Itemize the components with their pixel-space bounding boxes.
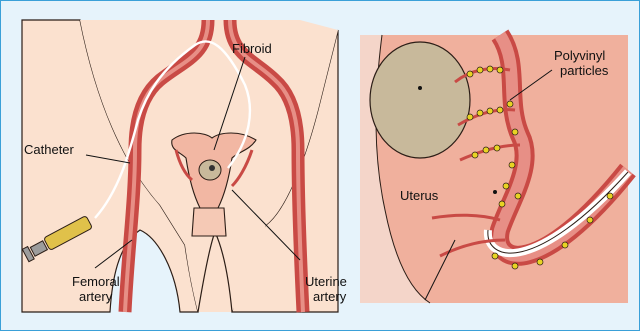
artery-closeup-dot [493,190,497,194]
particles-label-line2: particles [560,63,609,78]
uterine-artery-label-line1: Uterine [305,274,347,289]
femoral-artery-label-line2: artery [79,289,113,304]
cervix [192,208,226,236]
fibroid-label: Fibroid [232,41,272,56]
fibroid-closeup [370,42,470,158]
femoral-artery-label-line1: Femoral [72,274,120,289]
fibroid-core [209,165,215,171]
fibroid-closeup-dot [418,86,422,90]
uterus-label: Uterus [400,188,439,203]
left-panel: Catheter Fibroid Femoral artery Uterine … [12,12,347,312]
uterine-artery-label-line2: artery [313,289,347,304]
particles-label-line1: Polyvinyl [554,48,605,63]
right-panel: Polyvinyl particles Uterus [360,35,628,303]
catheter-label: Catheter [24,142,75,157]
